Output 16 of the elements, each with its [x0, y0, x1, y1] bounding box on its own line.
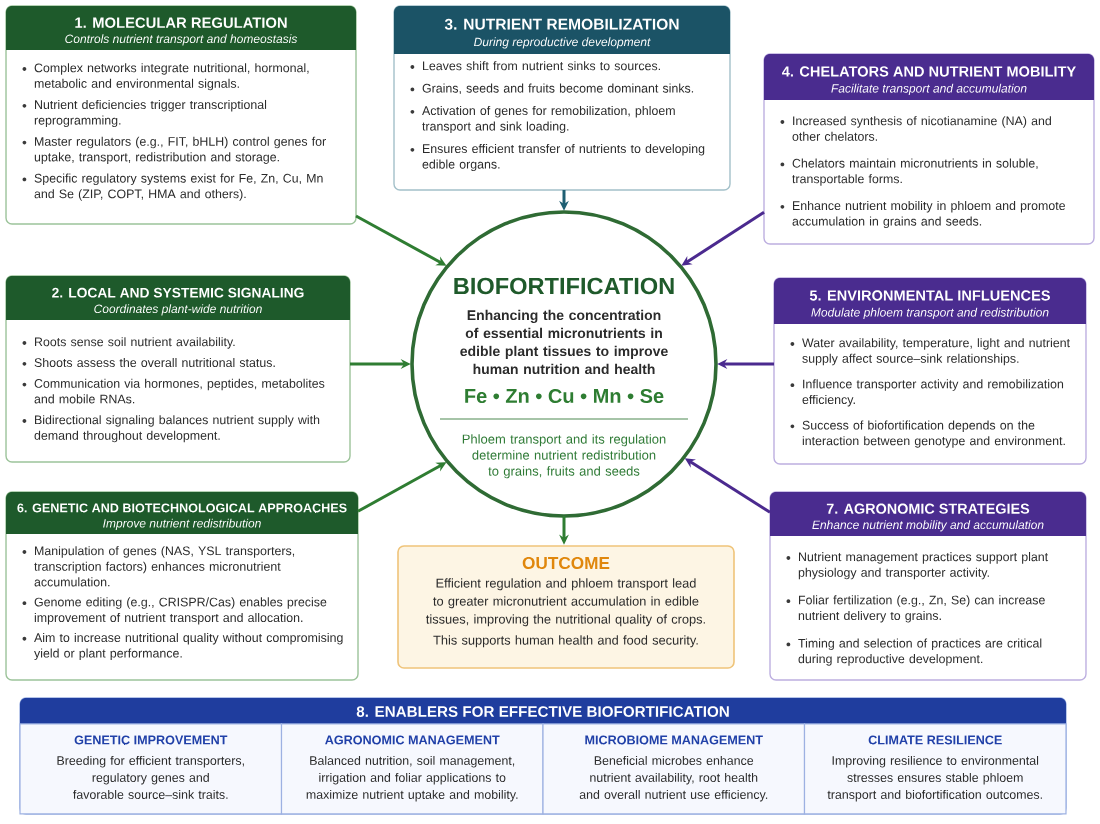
outcome-heading: OUTCOME	[522, 556, 610, 570]
circle-title: BIOFORTIFICATION	[454, 277, 674, 295]
info-card	[393, 5, 731, 191]
element-symbols: Fe • Zn • Cu • Mn • Se	[465, 388, 664, 404]
info-card	[5, 491, 359, 681]
info-card	[5, 5, 357, 225]
info-card	[769, 491, 1087, 681]
enabler-cell	[280, 723, 544, 815]
outcome-box	[397, 545, 735, 669]
info-card	[763, 53, 1095, 245]
enabler-cell	[542, 723, 806, 815]
info-card	[5, 275, 351, 463]
central-circle	[410, 210, 718, 518]
enabler-cell	[803, 723, 1067, 815]
enabler-cell	[19, 723, 283, 815]
info-card	[773, 277, 1087, 465]
